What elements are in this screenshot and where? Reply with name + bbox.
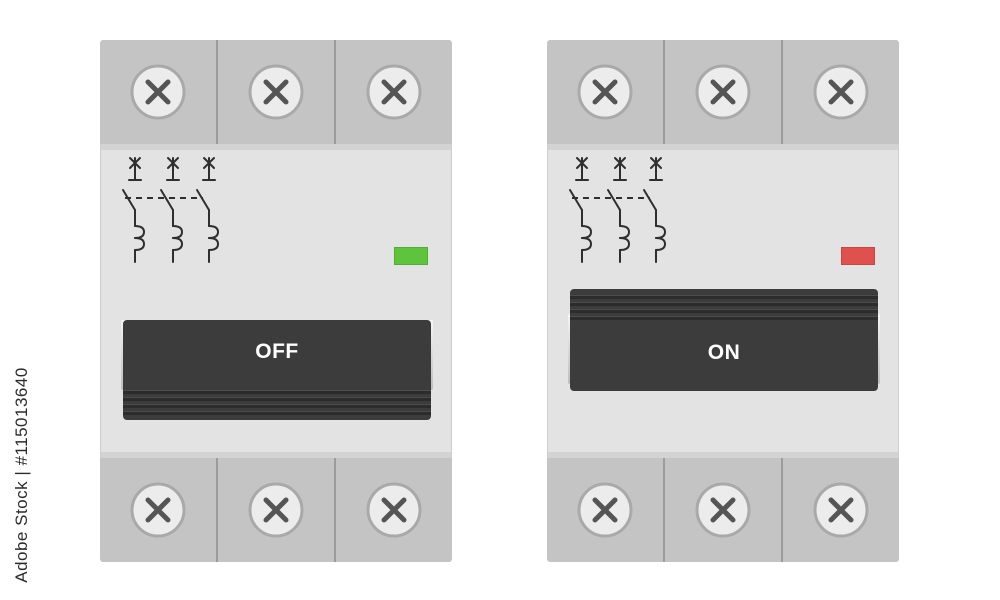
screw-icon[interactable] [247, 481, 305, 539]
stock-id-text: Adobe Stock | #115013640 [12, 367, 31, 583]
circuit-breaker-on: ON [547, 40, 899, 562]
screw-icon[interactable] [812, 481, 870, 539]
top-terminal-1 [547, 40, 665, 144]
screw-icon[interactable] [812, 63, 870, 121]
screw-icon[interactable] [694, 481, 752, 539]
switch-handle[interactable]: ON [570, 289, 878, 391]
switch-state-label: OFF [255, 340, 299, 363]
handle-grip-ribs [570, 295, 878, 323]
breaker-schematic-icon [117, 156, 227, 271]
bottom-terminal-3 [783, 458, 899, 562]
stock-id-watermark: Adobe Stock | #115013640 [10, 355, 34, 595]
screw-icon[interactable] [365, 481, 423, 539]
bottom-terminal-2 [665, 458, 783, 562]
switch-handle[interactable]: OFF [123, 320, 431, 420]
bottom-terminal-row [547, 458, 899, 562]
screw-icon[interactable] [694, 63, 752, 121]
screw-icon[interactable] [129, 63, 187, 121]
screw-icon[interactable] [576, 63, 634, 121]
handle-grip-ribs [123, 390, 431, 418]
bottom-terminal-1 [100, 458, 218, 562]
status-indicator-light [394, 247, 428, 265]
top-terminal-3 [783, 40, 899, 144]
status-indicator-light [841, 247, 875, 265]
breaker-body: OFF [100, 144, 452, 458]
breaker-body: ON [547, 144, 899, 458]
top-terminal-row [100, 40, 452, 144]
breaker-schematic-icon [564, 156, 674, 271]
screw-icon[interactable] [576, 481, 634, 539]
screw-icon[interactable] [129, 481, 187, 539]
bottom-terminal-2 [218, 458, 336, 562]
bottom-terminal-1 [547, 458, 665, 562]
top-terminal-2 [665, 40, 783, 144]
screw-icon[interactable] [247, 63, 305, 121]
switch-state-label: ON [707, 341, 741, 364]
bottom-terminal-3 [336, 458, 452, 562]
circuit-breaker-off: OFF [100, 40, 452, 562]
top-terminal-2 [218, 40, 336, 144]
screw-icon[interactable] [365, 63, 423, 121]
top-terminal-3 [336, 40, 452, 144]
top-terminal-1 [100, 40, 218, 144]
top-terminal-row [547, 40, 899, 144]
bottom-terminal-row [100, 458, 452, 562]
